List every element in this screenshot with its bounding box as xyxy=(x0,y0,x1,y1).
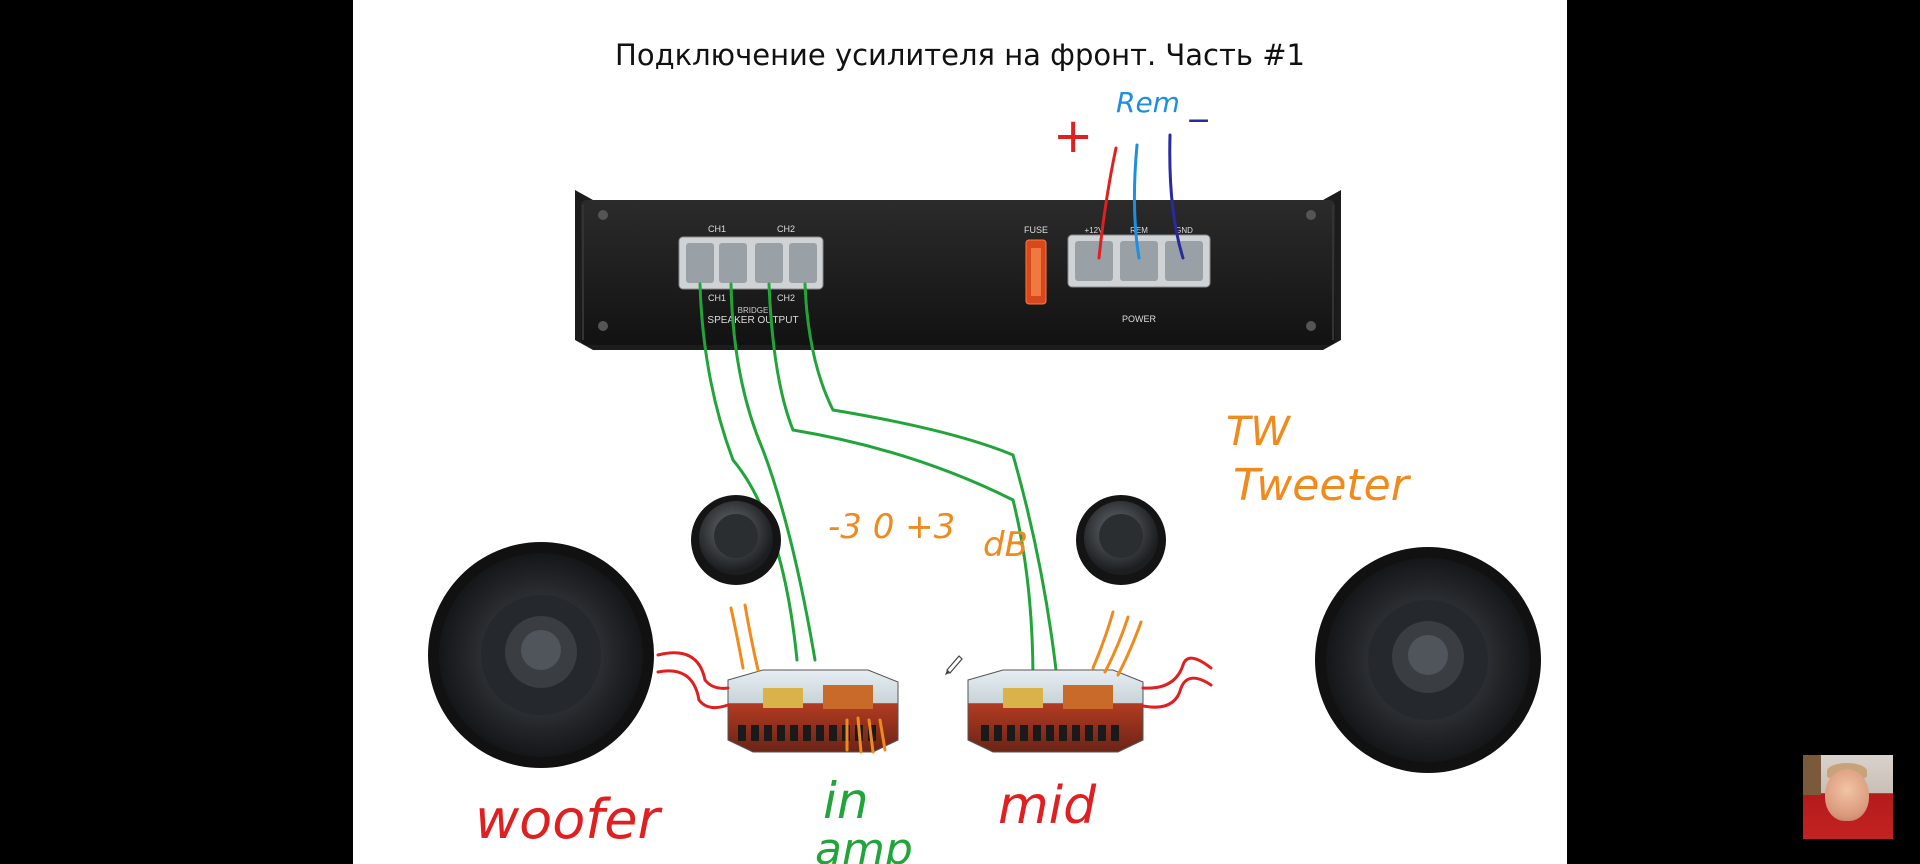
slide: Подключение усилителя на фронт. Часть #1 xyxy=(353,0,1567,864)
woofer-wires xyxy=(656,651,1213,710)
crossover-left xyxy=(727,669,899,753)
presenter-webcam xyxy=(1803,755,1893,839)
speaker-terminal xyxy=(789,243,817,283)
wire-ground xyxy=(1168,133,1185,260)
tweeter-wires xyxy=(729,603,1143,754)
power-terminal xyxy=(1075,241,1113,281)
rem-annotation: Rem xyxy=(1116,86,1180,119)
amp-annotation: amp xyxy=(815,824,913,864)
power-terminal xyxy=(1120,241,1158,281)
pen-cursor-icon xyxy=(945,655,963,675)
screw-icon xyxy=(598,321,608,331)
wire-remote xyxy=(1132,143,1141,260)
woofer-right xyxy=(1315,547,1541,773)
power-label: POWER xyxy=(1122,314,1157,324)
speaker-terminal xyxy=(719,243,747,283)
fuse-label: FUSE xyxy=(1024,225,1048,235)
wire-positive xyxy=(1097,146,1118,260)
speaker-terminal xyxy=(755,243,783,283)
bridge-label: BRIDGE xyxy=(738,306,769,315)
slide-title: Подключение усилителя на фронт. Часть #1 xyxy=(615,38,1305,72)
ch2-top-label: CH2 xyxy=(777,224,795,234)
speaker-wires xyxy=(698,282,1058,682)
ch2-bridge-label: CH2 xyxy=(777,293,795,303)
woofer-annotation: woofer xyxy=(475,788,662,851)
tweeter-left xyxy=(691,495,781,585)
power-terminal-rem-label: REM xyxy=(1130,226,1148,235)
speaker-output-label: SPEAKER OUTPUT xyxy=(707,315,798,326)
minus-annotation: − xyxy=(1186,103,1211,138)
speaker-terminals xyxy=(686,243,817,283)
amplifier: CH1 CH2 CH1 CH2 BRIDGE SPEAKER OUTPUT FU… xyxy=(575,190,1341,350)
ch1-top-label: CH1 xyxy=(708,224,726,234)
crossover-right xyxy=(967,669,1144,753)
power-terminal-gnd-label: GND xyxy=(1175,226,1193,235)
wiring-diagram: CH1 CH2 CH1 CH2 BRIDGE SPEAKER OUTPUT FU… xyxy=(428,86,1541,864)
screw-icon xyxy=(1306,210,1316,220)
ch1-bridge-label: CH1 xyxy=(708,293,726,303)
power-terminal-12v-label: +12V xyxy=(1085,226,1105,235)
speaker-output-terminal-block xyxy=(678,236,824,290)
db-annotation: dB xyxy=(983,525,1028,565)
in-annotation: in xyxy=(823,772,869,830)
gain-range-annotation: -3 0 +3 xyxy=(828,507,955,547)
power-terminal xyxy=(1165,241,1203,281)
mid-annotation: mid xyxy=(998,776,1097,836)
tweeter-right xyxy=(1076,495,1166,585)
tweeter-annotation: Tweeter xyxy=(1233,460,1412,511)
woofer-left xyxy=(428,542,654,768)
tw-annotation: TW xyxy=(1226,409,1291,455)
screw-icon xyxy=(1306,321,1316,331)
plus-annotation: + xyxy=(1053,108,1093,164)
screw-icon xyxy=(598,210,608,220)
speaker-terminal xyxy=(686,243,714,283)
